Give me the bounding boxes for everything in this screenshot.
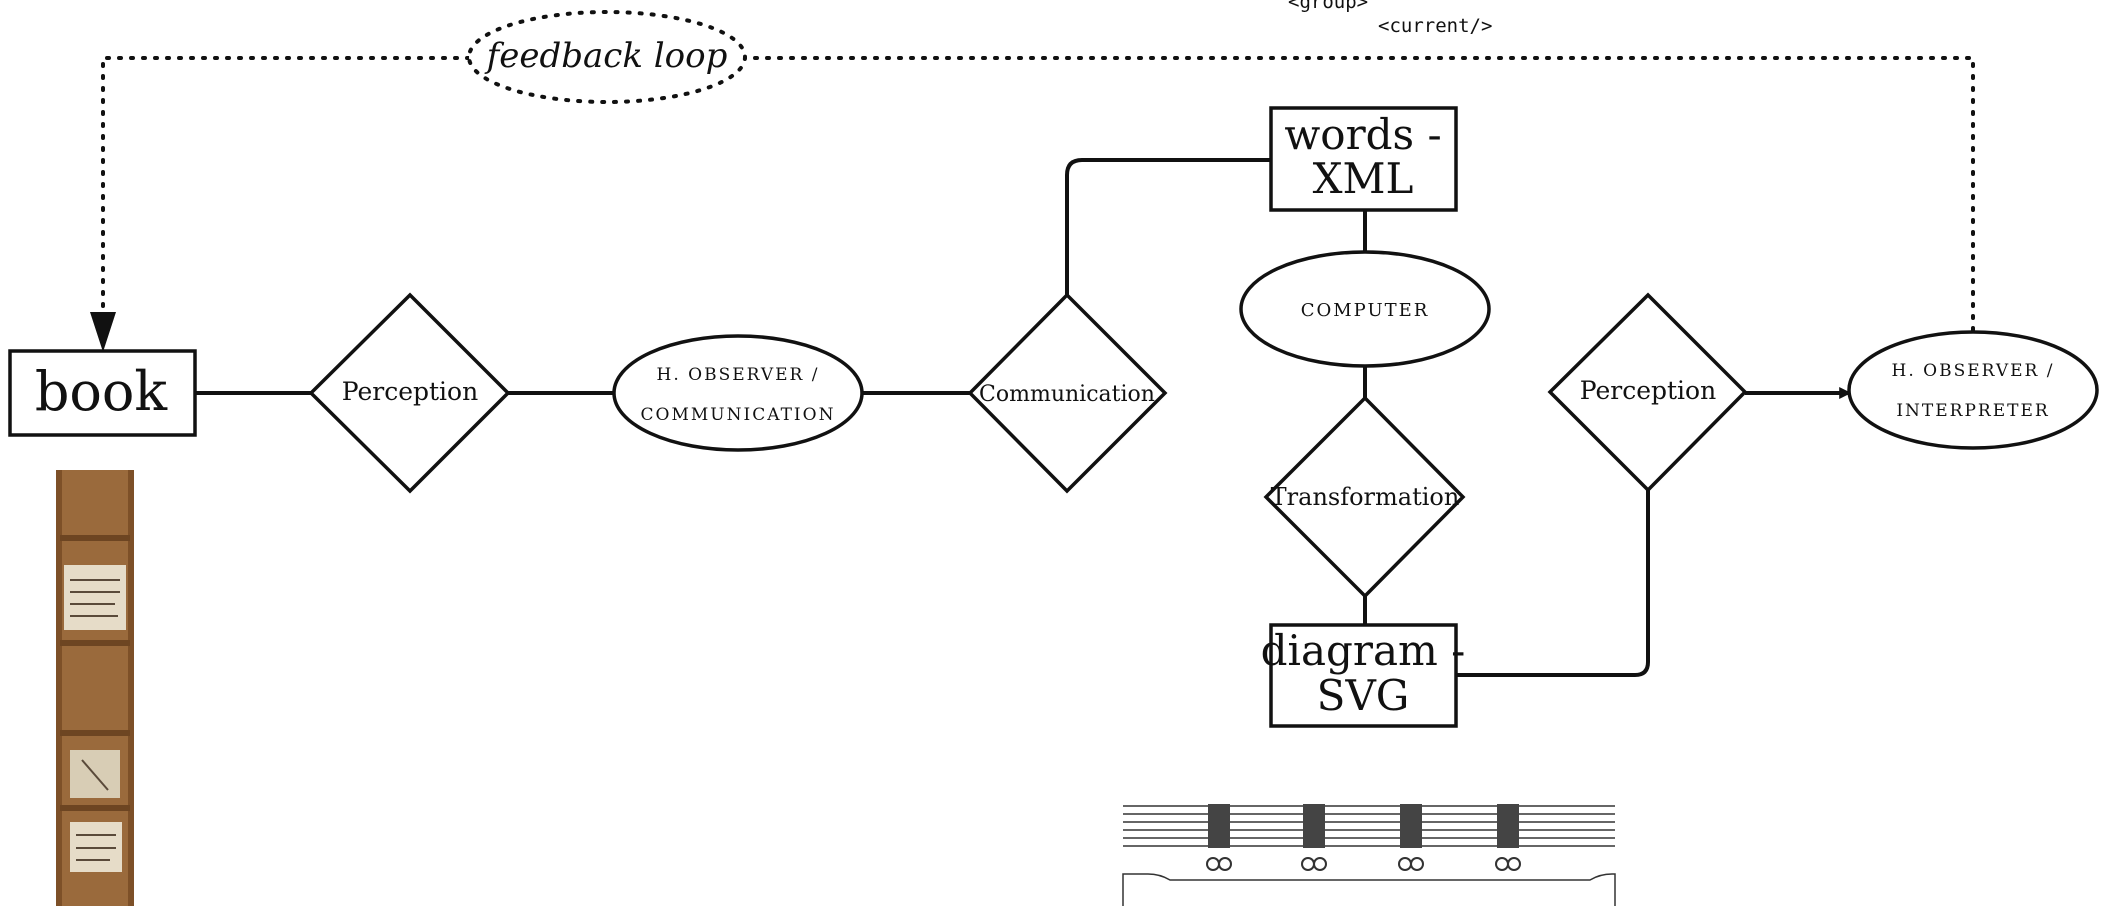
perception-label-2: Perception	[1580, 376, 1716, 405]
communication-label: Communication	[979, 382, 1155, 407]
feedback-loop-bubble	[467, 10, 747, 104]
diagram-svg-line1: diagram -	[1261, 626, 1466, 675]
code-snippet-current: <current/>	[1378, 15, 1492, 37]
observer-interpreter-line1: H. OBSERVER /	[1892, 361, 2055, 381]
diagram-svg-box	[1269, 623, 1458, 728]
book-box	[8, 349, 197, 437]
feedback-loop-label: feedback loop	[484, 36, 728, 76]
transformation-label: Transformation	[1271, 483, 1460, 511]
perception-diamond-1	[308, 292, 511, 494]
perception-label-1: Perception	[342, 377, 478, 406]
perception-diamond-2	[1547, 292, 1748, 493]
words-xml-line1: words -	[1284, 110, 1441, 159]
observer-communication-line1: H. OBSERVER /	[657, 365, 820, 385]
connector-diagram-perception	[1456, 490, 1650, 677]
observer-communication-ellipse	[612, 334, 864, 452]
communication-diamond	[967, 292, 1168, 494]
computer-label: COMPUTER	[1301, 300, 1430, 321]
observer-interpreter-line2: INTERPRETER	[1896, 401, 2049, 421]
connector-communication-words	[1065, 158, 1271, 295]
diagram-svg-line2: SVG	[1317, 671, 1410, 720]
computer-ellipse	[1239, 250, 1491, 368]
music-notation-image	[1122, 804, 1616, 906]
code-snippet-group: <group>	[1288, 0, 1368, 13]
feedback-loop-connector	[101, 56, 1975, 332]
words-xml-box	[1269, 106, 1458, 212]
observer-interpreter-ellipse	[1847, 330, 2099, 450]
book-spine-image	[56, 470, 134, 906]
book-label: book	[35, 360, 169, 423]
feedback-arrowhead	[90, 312, 116, 352]
words-xml-line2: XML	[1313, 154, 1414, 203]
transformation-diamond	[1263, 395, 1466, 599]
observer-communication-line2: COMMUNICATION	[641, 405, 836, 425]
